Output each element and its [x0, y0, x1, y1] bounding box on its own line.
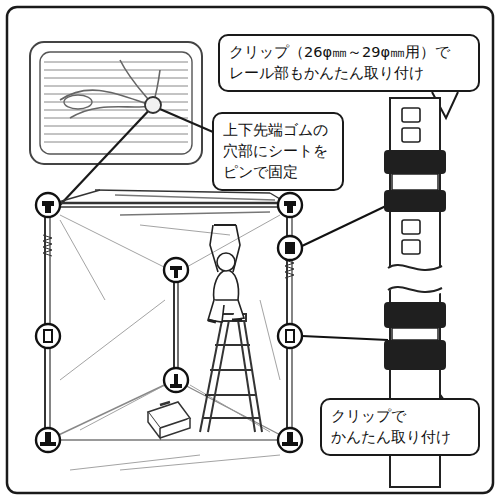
clip-marks — [40, 201, 298, 446]
leader-line — [302, 205, 388, 246]
leader-line — [153, 106, 213, 132]
callout-box: クリップで かんたん取り付け — [320, 398, 480, 456]
callout-text: 上下先端ゴムの 穴部にシートを ピンで固定 — [223, 120, 333, 183]
callout-box: クリップ（26φ㎜～29φ㎜用）で レール部もかんたん取り付け — [218, 34, 480, 92]
callout-box: 上下先端ゴムの 穴部にシートを ピンで固定 — [212, 112, 344, 191]
leader-line — [302, 336, 388, 340]
step-ladder — [200, 314, 262, 432]
frame-poles — [43, 190, 294, 470]
clip-markers — [36, 193, 302, 452]
outer-frame — [7, 7, 493, 493]
worker-figure — [208, 225, 244, 322]
callout-text: クリップで かんたん取り付け — [331, 406, 469, 448]
pin-ball — [145, 97, 161, 113]
toolbox — [148, 402, 190, 438]
callout-text: クリップ（26φ㎜～29φ㎜用）で レール部もかんたん取り付け — [229, 42, 469, 84]
